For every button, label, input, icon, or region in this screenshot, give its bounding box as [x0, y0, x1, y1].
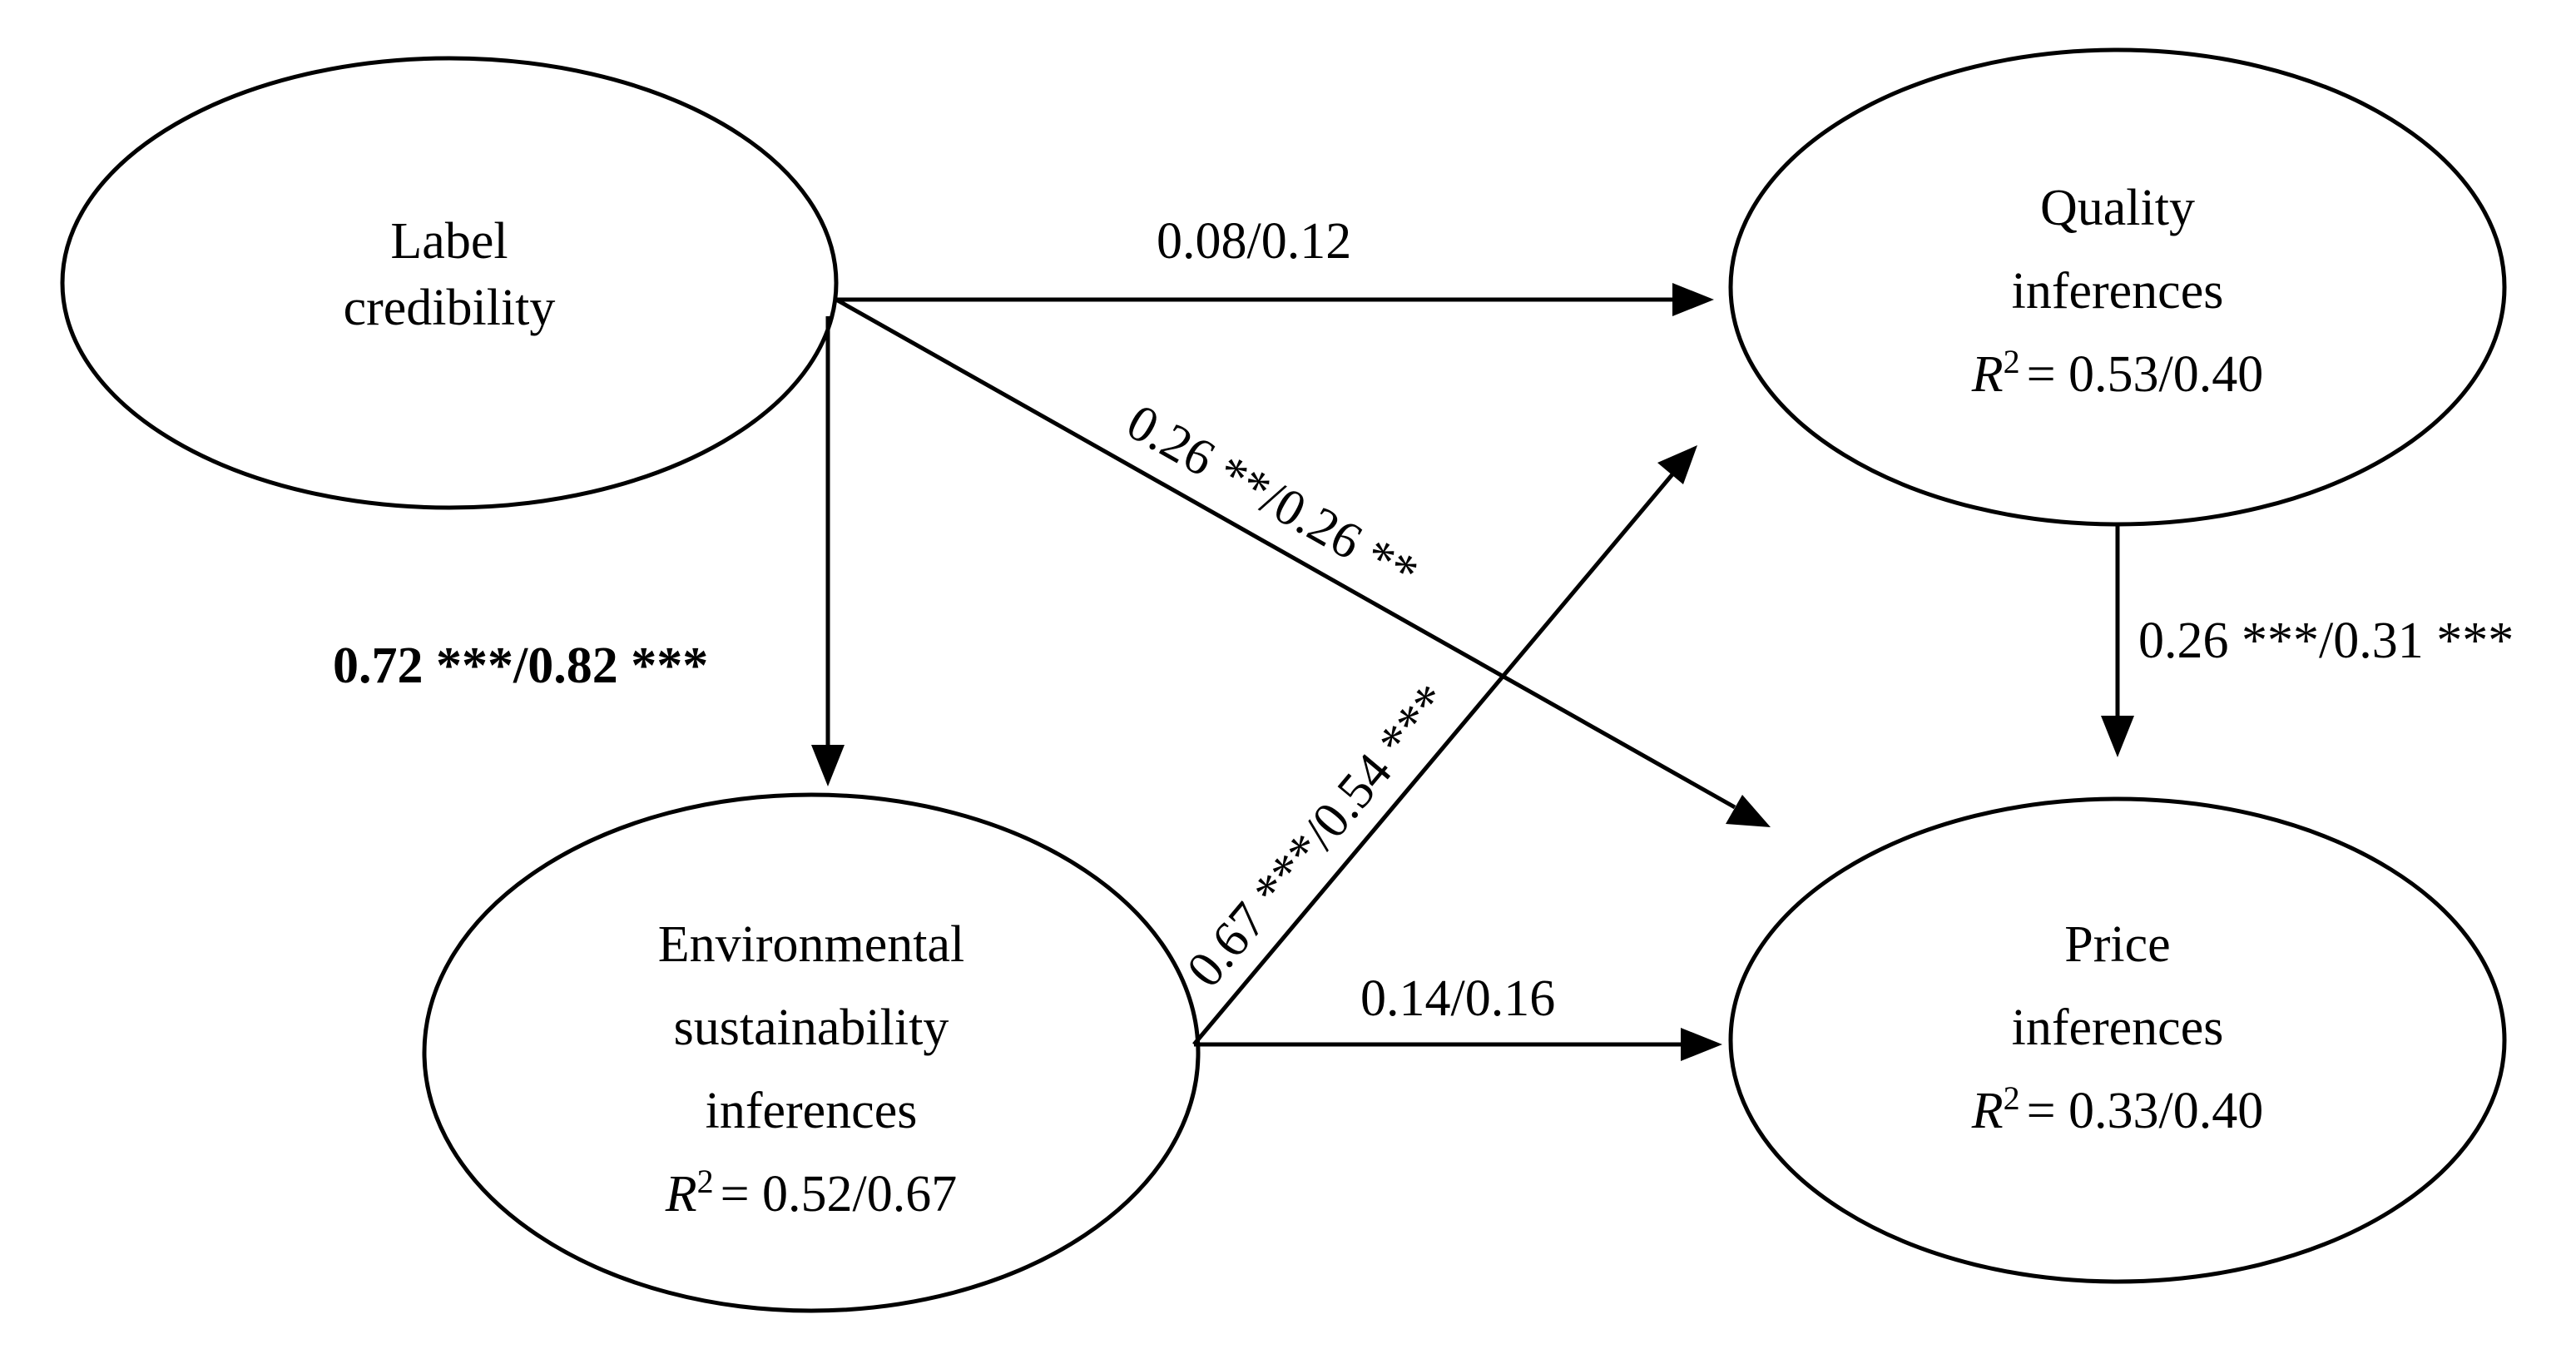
quality-r2-symbol: R	[1971, 346, 2004, 403]
path-label-environmental-to-quality: 0.67 ***/0.54 ***	[1177, 674, 1461, 998]
environmental-inferences-line2: sustainability	[674, 999, 949, 1056]
price-inferences-node	[1728, 796, 2507, 1284]
environmental-r2-symbol: R	[665, 1166, 697, 1223]
path-label-label-to-quality: 0.08/0.12	[1157, 213, 1351, 270]
path-label-quality-to-price: 0.26 ***/0.31 ***	[2138, 613, 2514, 669]
environmental-inferences-line1: Environmental	[658, 916, 964, 973]
quality-inferences-line1: Quality	[2040, 180, 2195, 236]
environmental-r2-value: = 0.52/0.67	[721, 1166, 958, 1223]
quality-r2-superscript: 2	[2004, 343, 2020, 380]
quality-inferences-line2: inferences	[2012, 263, 2224, 320]
arrowhead-environmental-to-price	[1681, 1028, 1722, 1061]
label-credibility-node	[60, 56, 839, 510]
arrowhead-label-to-price	[1726, 795, 1771, 827]
price-inferences-line2: inferences	[2012, 999, 2224, 1056]
environmental-r2-superscript: 2	[697, 1163, 714, 1200]
arrowhead-environmental-to-quality	[1657, 445, 1697, 484]
price-r2-value: = 0.33/0.40	[2027, 1083, 2264, 1139]
environmental-inferences-line3: inferences	[706, 1083, 918, 1139]
path-label-environmental-to-price: 0.14/0.16	[1360, 970, 1555, 1027]
arrowhead-quality-to-price	[2101, 716, 2134, 757]
price-inferences-r2: R2= 0.33/0.40	[1971, 1079, 2264, 1139]
price-inferences-line1: Price	[2064, 916, 2170, 973]
edge-environmental-to-quality	[1192, 473, 1674, 1046]
environmental-inferences-r2: R2= 0.52/0.67	[665, 1163, 958, 1223]
price-r2-superscript: 2	[2004, 1079, 2020, 1117]
quality-r2-value: = 0.53/0.40	[2027, 346, 2264, 403]
arrowhead-label-to-quality	[1672, 283, 1714, 316]
label-credibility-line1: Label	[390, 213, 508, 270]
quality-inferences-r2: R2= 0.53/0.40	[1971, 343, 2264, 403]
arrowhead-label-to-environmental	[811, 745, 845, 786]
path-label-label-to-price: 0.26 **/0.26 **	[1117, 394, 1427, 603]
path-label-label-to-environmental: 0.72 ***/0.82 ***	[333, 637, 708, 694]
edge-label-to-price	[835, 297, 1736, 810]
price-r2-symbol: R	[1971, 1083, 2004, 1139]
environmental-inferences-node	[422, 792, 1201, 1313]
label-credibility-line2: credibility	[344, 280, 556, 336]
